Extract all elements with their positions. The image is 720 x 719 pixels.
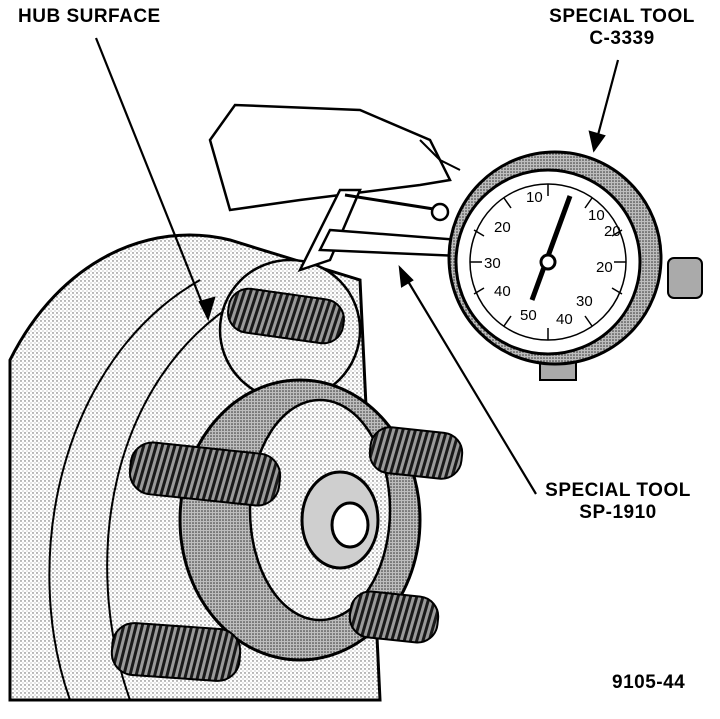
dial-label-left-3: 40 [494, 283, 511, 300]
dial-label-left-2: 30 [484, 255, 501, 272]
dial-label-right-3: 30 [576, 293, 593, 310]
leader-lines [94, 37, 620, 495]
dial-label-right-2: 20 [596, 259, 613, 276]
dial-label-top-left: 10 [526, 189, 543, 206]
dial-label-left-1: 20 [494, 219, 511, 236]
dial-tick-marks [470, 184, 626, 340]
figure-number: 9105-44 [612, 672, 686, 693]
caliper [208, 103, 461, 212]
tool-c3339-label: SPECIAL TOOL C-3339 [532, 6, 712, 50]
tool-sp1910-label: SPECIAL TOOL SP-1910 [536, 480, 700, 524]
tool-sp1910-label-line2: SP-1910 [579, 502, 657, 523]
hub-surface-label: HUB SURFACE [18, 6, 161, 27]
dial-label-bottom-2: 40 [556, 311, 573, 328]
leader-sp1910 [399, 267, 537, 495]
hub-flange [178, 378, 422, 662]
wheel-studs [110, 287, 464, 682]
dial-label-bottom-1: 50 [520, 307, 537, 324]
tool-sp1910-arm [297, 188, 462, 273]
tool-sp1910-label-line1: SPECIAL TOOL [545, 480, 691, 501]
tool-c3339-label-line2: C-3339 [589, 28, 655, 49]
dial-label-right-1: 20 [604, 223, 621, 240]
dial-indicator: 10 10 20 30 40 20 20 30 50 40 [447, 150, 703, 381]
dial-needle [529, 195, 573, 301]
tool-c3339-label-line1: SPECIAL TOOL [549, 6, 695, 27]
leader-hub-surface [94, 37, 210, 319]
dial-label-top-right: 10 [588, 207, 605, 224]
